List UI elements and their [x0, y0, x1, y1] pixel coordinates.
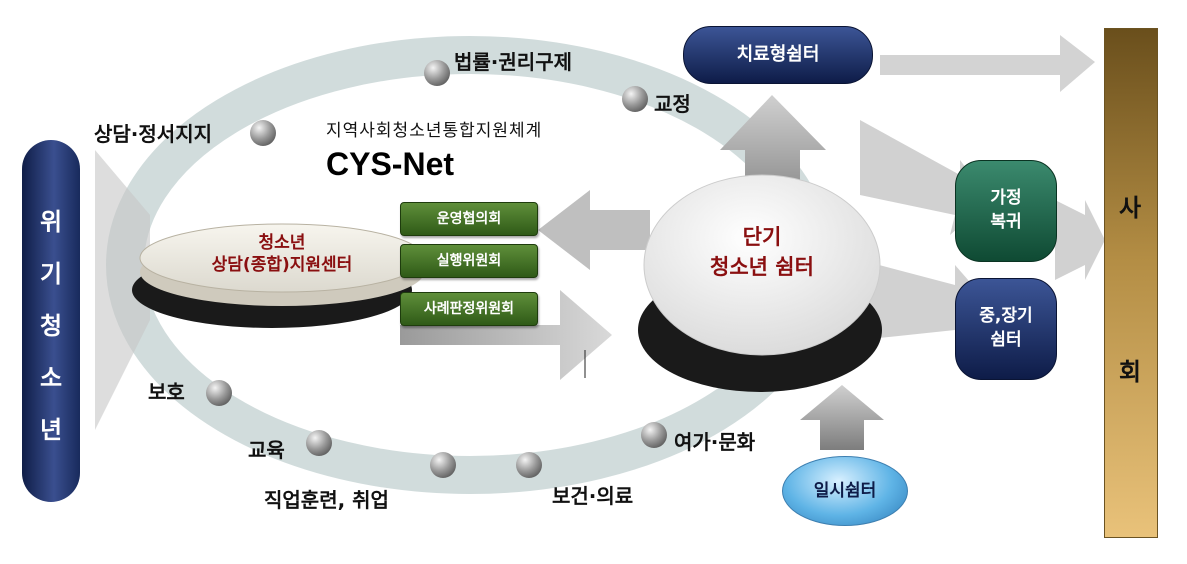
therapy-shelter-box[interactable]: 치료형쉼터: [683, 26, 873, 84]
society-bar: [1104, 28, 1158, 538]
short-term-shelter-line2: 청소년 쉼터: [710, 255, 814, 279]
counseling-center-label: 청소년 상담(종합)지원센터: [170, 232, 394, 276]
left-funnel-arrow: [95, 150, 150, 430]
service-ball-health: [516, 452, 542, 478]
service-ball-legal: [424, 60, 450, 86]
temporary-shelter-box[interactable]: 일시쉼터: [782, 456, 908, 526]
counseling-center-line1: 청소년: [258, 233, 306, 253]
youth-at-risk-bar: [22, 140, 80, 502]
service-ball-correction: [622, 86, 648, 112]
service-label-counseling: 상담·정서지지: [94, 122, 212, 146]
service-label-leisure: 여가·문화: [674, 430, 756, 454]
home-return-line1: 가정: [990, 188, 1022, 208]
home-return-box[interactable]: 가정 복귀: [955, 160, 1057, 262]
service-label-correction: 교정: [654, 92, 691, 116]
service-ball-leisure: [641, 422, 667, 448]
youth-at-risk-label: 위 기 청 소 년: [39, 208, 63, 444]
center-right-arrow: [400, 290, 612, 380]
service-label-vocational: 직업훈련, 취업: [264, 488, 389, 512]
center-left-arrow: [538, 190, 650, 270]
case-review-committee-button[interactable]: 사례판정위원회: [400, 292, 538, 326]
system-subtitle: 지역사회청소년통합지원체계: [326, 121, 543, 141]
executive-committee-button[interactable]: 실행위원회: [400, 244, 538, 278]
long-term-shelter-line1: 중,장기: [979, 306, 1033, 326]
home-return-line2: 복귀: [990, 212, 1022, 232]
short-term-shelter-label: 단기 청소년 쉼터: [660, 222, 864, 282]
right-arrow-to-society: [1055, 200, 1105, 280]
top-arrow: [880, 35, 1095, 92]
service-ball-education: [306, 430, 332, 456]
short-term-shelter-line1: 단기: [742, 225, 782, 249]
long-term-shelter-line2: 쉼터: [990, 330, 1022, 350]
temp-up-arrow: [800, 385, 884, 450]
operations-council-button[interactable]: 운영협의회: [400, 202, 538, 236]
right-platform-top: [643, 174, 881, 356]
society-label-bottom: 회: [1118, 358, 1142, 386]
service-ball-vocational: [430, 452, 456, 478]
society-label-top: 사: [1118, 194, 1142, 222]
long-term-shelter-box[interactable]: 중,장기 쉼터: [955, 278, 1057, 380]
service-ball-protection: [206, 380, 232, 406]
service-ball-counseling: [250, 120, 276, 146]
service-label-education: 교육: [248, 438, 285, 462]
counseling-center-line2: 상담(종합)지원센터: [211, 255, 353, 275]
system-title: CYS-Net: [326, 146, 455, 182]
service-label-health: 보건·의료: [552, 484, 634, 508]
service-label-protection: 보호: [148, 380, 185, 404]
service-label-legal: 법률·권리구제: [454, 50, 572, 74]
